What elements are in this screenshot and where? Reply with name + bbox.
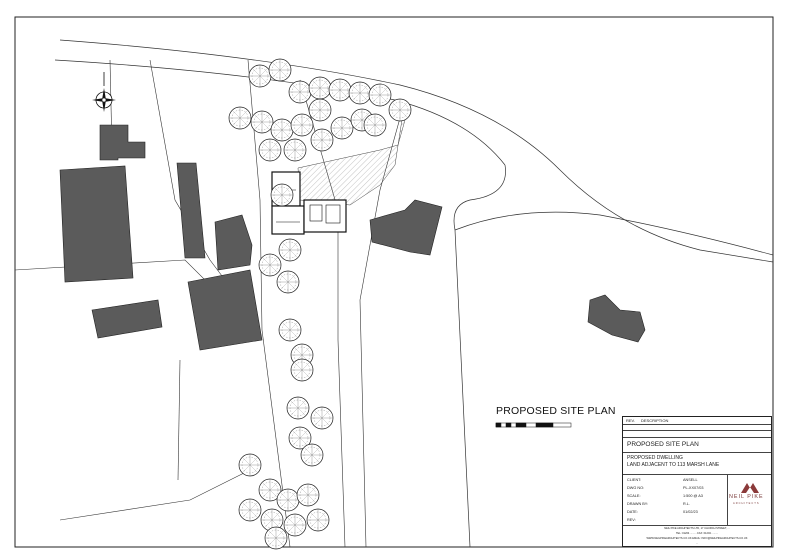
- footer: NEIL PIKE ARCHITECTS LTD, 17 CHURCH STRE…: [623, 525, 771, 549]
- logo-mark-icon: [741, 483, 759, 493]
- date-value: 01/02/23: [683, 510, 698, 514]
- sheet-border: [14, 16, 774, 548]
- north-arrow-icon: [92, 72, 116, 112]
- logo-name: NEIL PIKE: [729, 494, 764, 500]
- client-label: CLIENT:: [627, 478, 642, 482]
- revision-header-row: REV. DESCRIPTION: [623, 417, 771, 425]
- sheet-title: PROPOSED SITE PLAN: [627, 441, 699, 448]
- footer-line: WWW.NEILPIKEARCHITECTS.CO.UK EMAIL: INFO…: [646, 537, 748, 540]
- title-block: REV. DESCRIPTION PROPOSED SITE PLAN PROP…: [622, 416, 772, 547]
- drawn-by-label: DRAWN BY:: [627, 502, 649, 506]
- rev-header: REV.: [626, 418, 635, 423]
- drawn-by-value: R.L.: [683, 502, 690, 506]
- project-row: PROPOSED DWELLING LAND ADJACENT TO 113 M…: [623, 452, 771, 475]
- rev-label: REV:: [627, 518, 636, 522]
- project-line-2: LAND ADJACENT TO 113 MARSH LANE: [627, 462, 720, 468]
- footer-line: TEL: 01204 ......... FAX: 01204 ........…: [675, 532, 719, 535]
- drawing-title: PROPOSED SITE PLAN: [496, 405, 616, 417]
- dwg-no-value: PL-XX07/03: [683, 486, 704, 490]
- footer-line: ...: [695, 542, 699, 545]
- scale-value: 1:500 @ A3: [683, 494, 703, 498]
- revision-row: [623, 424, 771, 431]
- road-curve: [54, 39, 774, 548]
- scale-label: SCALE:: [627, 494, 641, 498]
- existing-buildings: [59, 124, 646, 351]
- neil-pike-logo: NEIL PIKE ARCHITECTS: [729, 483, 771, 513]
- description-header: DESCRIPTION: [641, 418, 669, 423]
- footer-line: NEIL PIKE ARCHITECTS LTD, 17 CHURCH STRE…: [664, 527, 730, 530]
- logo-sub: ARCHITECTS: [733, 502, 760, 505]
- dwg-no-label: DWG NO:: [627, 486, 645, 490]
- revision-row: [623, 430, 771, 438]
- sheet-title-row: PROPOSED SITE PLAN: [623, 437, 771, 453]
- trees: [228, 58, 412, 550]
- project-line-1: PROPOSED DWELLING: [627, 455, 683, 461]
- client-value: ANSELL: [683, 478, 698, 482]
- drawing-info: CLIENT: ANSELL DWG NO: PL-XX07/03 SCALE:…: [623, 475, 728, 525]
- date-label: DATE:: [627, 510, 638, 514]
- scale-bar: [495, 422, 572, 428]
